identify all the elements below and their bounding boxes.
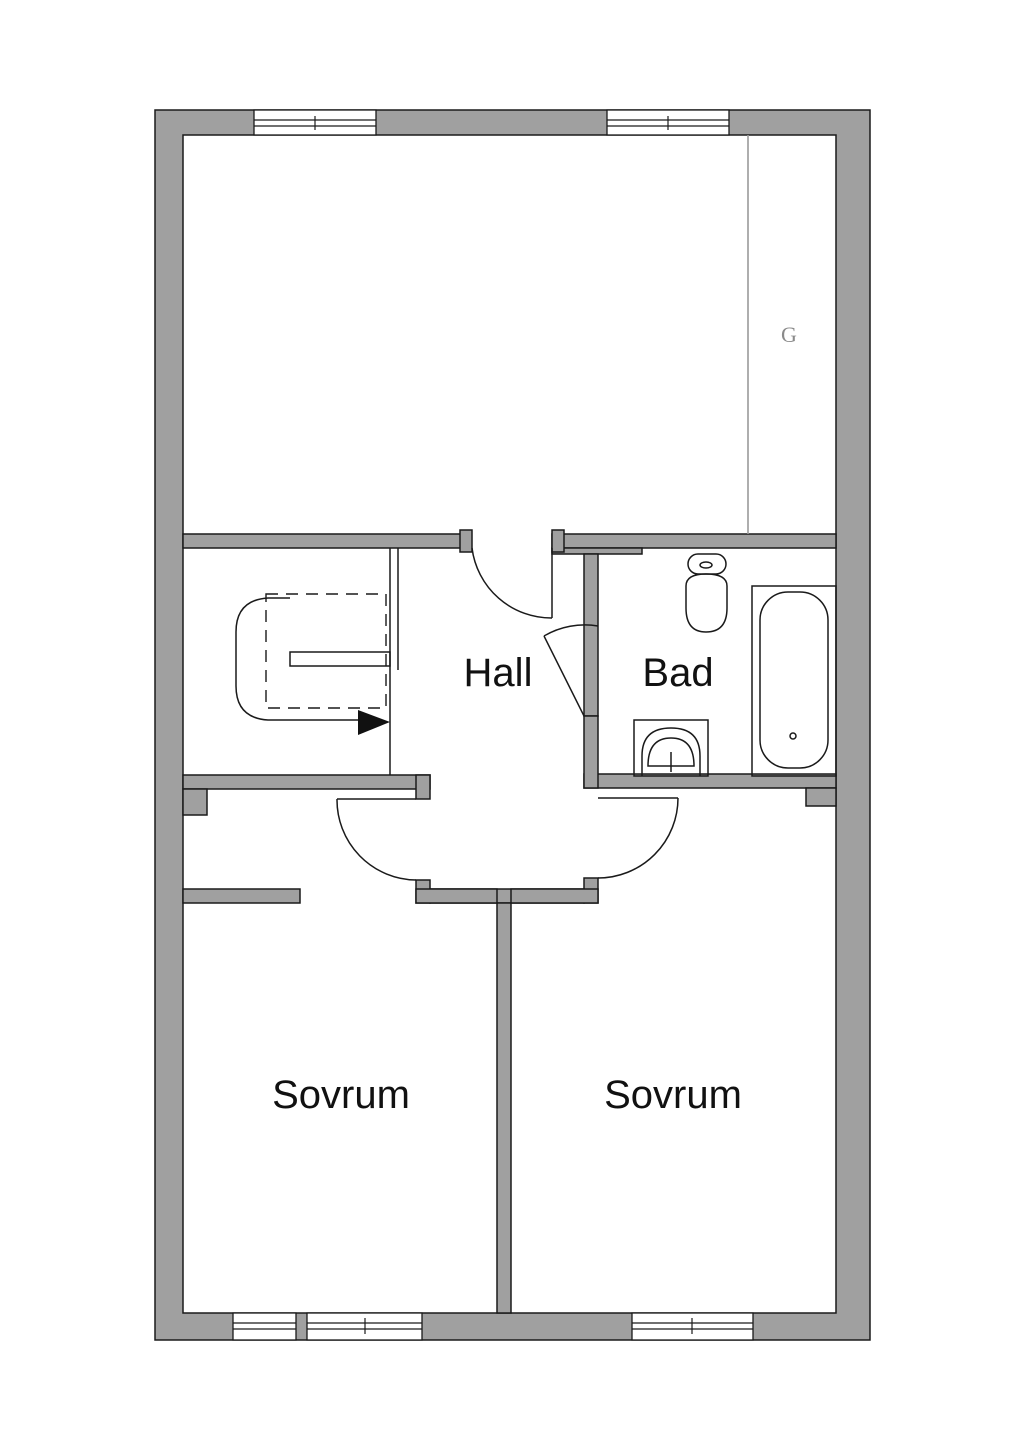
room-label-hall: Hall: [464, 651, 533, 695]
toilet-icon: [685, 553, 728, 633]
bathroom-fixtures: [633, 553, 837, 777]
window-bottom-left: [306, 1312, 423, 1341]
door-bedroom-left: [336, 798, 417, 881]
window-top-right: [606, 109, 730, 136]
stair-direction-arrow-icon: [358, 710, 390, 735]
room-label-sovrum-right: Sovrum: [604, 1073, 742, 1117]
doors: [336, 547, 679, 881]
window-top-left: [253, 109, 377, 136]
window-bottom-left-small: [232, 1312, 297, 1341]
interior-walls: [182, 529, 837, 1314]
door-bedroom-right: [597, 797, 679, 879]
stairs: [235, 548, 399, 775]
door-top-room: [471, 547, 553, 619]
outer-walls: [154, 109, 871, 1341]
sink-icon: [633, 719, 709, 777]
door-bathroom: [543, 624, 599, 717]
room-labels: Hall Bad Sovrum Sovrum G: [272, 322, 797, 1117]
room-label-bad: Bad: [642, 651, 713, 695]
wardrobe-label: G: [781, 322, 797, 347]
bathtub-icon: [751, 585, 837, 777]
windows: [232, 109, 754, 1341]
room-label-sovrum-left: Sovrum: [272, 1073, 410, 1117]
window-bottom-right: [631, 1312, 754, 1341]
